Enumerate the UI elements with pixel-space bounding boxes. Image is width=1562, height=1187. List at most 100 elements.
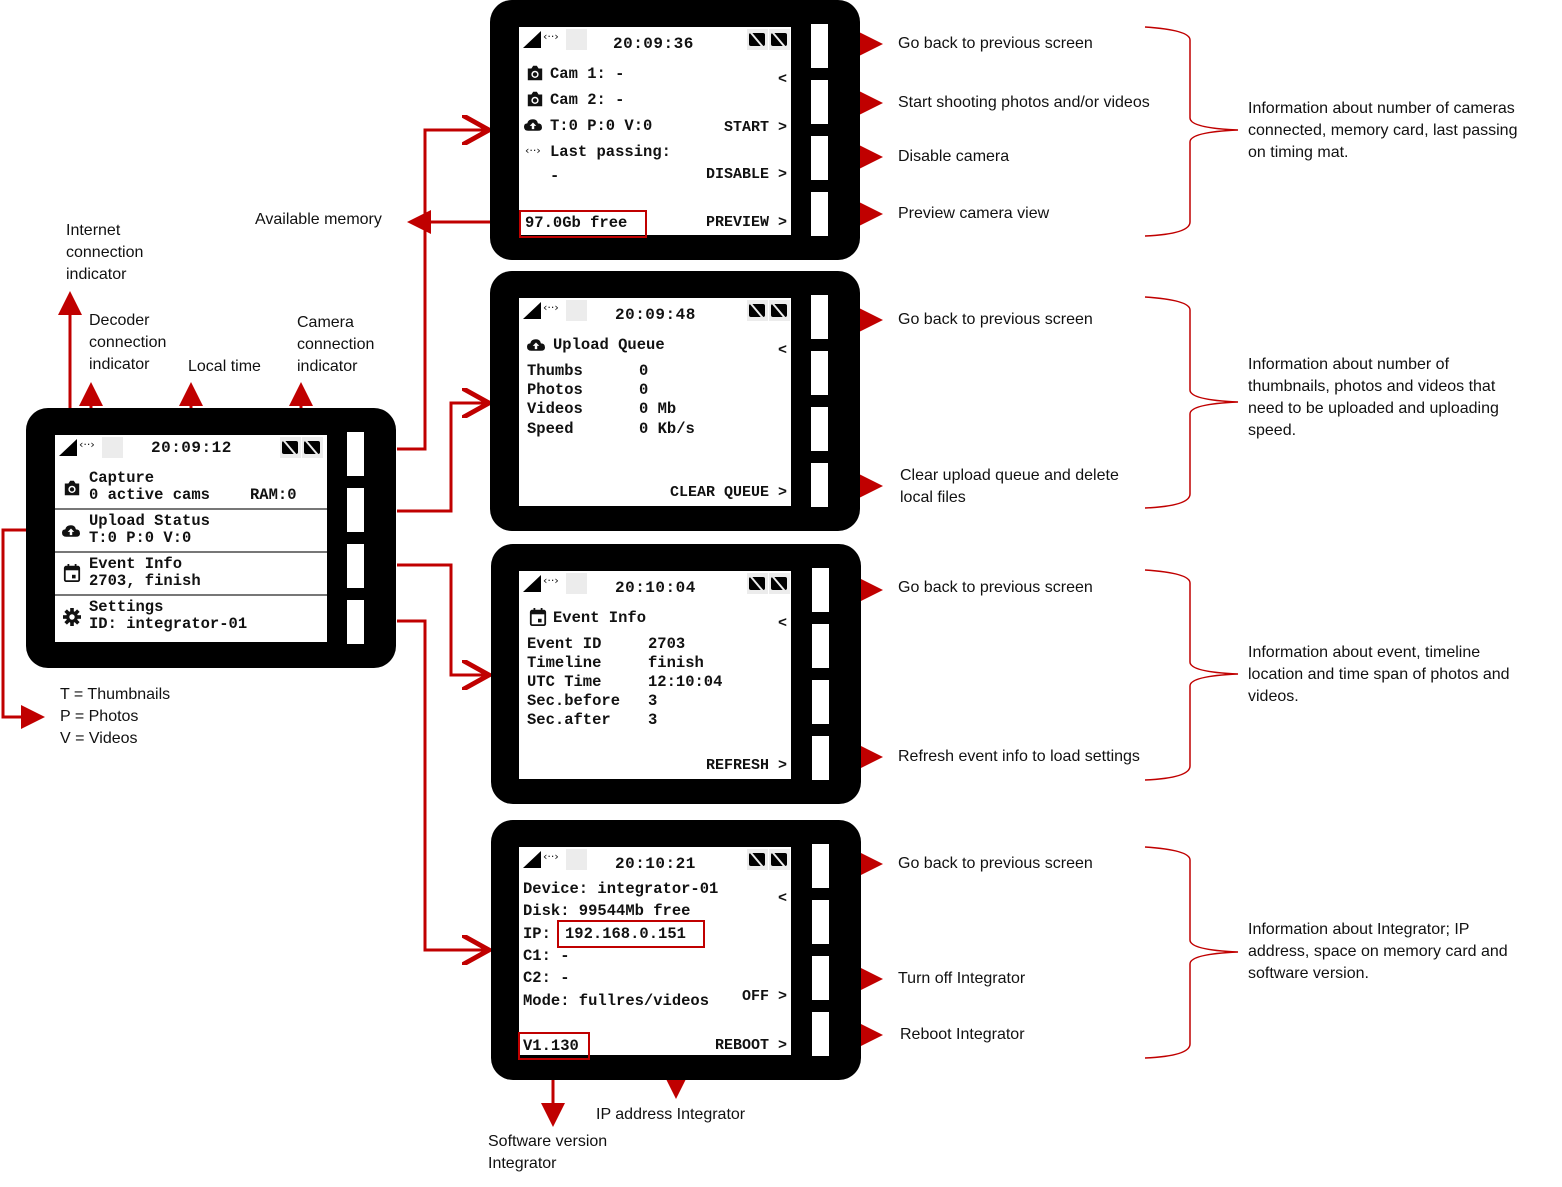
start-button[interactable]	[811, 80, 828, 124]
internet-signal-icon	[523, 302, 541, 319]
camera-off-icon	[747, 573, 768, 594]
label-legend: T = Thumbnails P = Photos V = Videos	[60, 686, 171, 747]
row-label: UTC Time	[527, 673, 602, 691]
menu-subtitle: 0 active cams	[89, 486, 210, 504]
back-button[interactable]	[811, 24, 828, 68]
status-placeholder	[566, 573, 587, 594]
reboot-label: REBOOT >	[714, 1037, 787, 1054]
off-button[interactable]	[812, 956, 829, 1000]
menu-subtitle: T:0 P:0 V:0	[89, 529, 192, 547]
status-placeholder	[566, 300, 587, 321]
ip-label: IP:	[523, 925, 551, 943]
upload-device: ‹··› 20:09:48 Upload Queue < Thumbs 0 Ph…	[490, 271, 860, 531]
upload-counts: T:0 P:0 V:0	[550, 117, 653, 135]
hardware-button-2[interactable]	[812, 624, 829, 668]
reboot-button[interactable]	[812, 1012, 829, 1056]
back-label: <	[777, 71, 787, 88]
status-bar: ‹··› 20:09:48	[519, 298, 791, 324]
decoder-icon: ‹··›	[79, 438, 95, 451]
hardware-button-3[interactable]	[347, 544, 364, 588]
c1-status: C1: -	[523, 947, 570, 965]
hardware-button-2[interactable]	[347, 488, 364, 532]
label-capture-start: Start shooting photos and/or videos	[898, 94, 1150, 111]
settings-screen: ‹··› 20:10:21 Device: integrator-01 Disk…	[518, 847, 791, 1060]
menu-title: Capture	[89, 469, 155, 487]
internet-signal-icon	[523, 31, 541, 48]
camera-off-icon	[302, 437, 323, 458]
row-label: Photos	[527, 381, 583, 399]
label-event-info: Information about event, timeline locati…	[1248, 644, 1510, 705]
local-time: 20:10:21	[615, 855, 696, 873]
label-event-back: Go back to previous screen	[898, 579, 1093, 596]
refresh-button[interactable]	[812, 736, 829, 780]
back-label: <	[777, 890, 787, 907]
label-decoder-indicator: Decoder connection indicator	[89, 312, 167, 373]
hardware-button-1[interactable]	[347, 432, 364, 476]
upload-queue-title: Upload Queue	[553, 336, 665, 354]
label-capture-back: Go back to previous screen	[898, 35, 1093, 52]
event-screen: ‹··› 20:10:04 Event Info < Event ID 2703…	[519, 571, 791, 779]
menu-subtitle: 2703, finish	[89, 572, 201, 590]
hardware-button-2[interactable]	[812, 900, 829, 944]
camera-off-icon	[769, 849, 790, 870]
cloud-upload-icon	[524, 119, 542, 131]
menu-item-event-info[interactable]: Event Info 2703, finish	[55, 553, 327, 596]
menu-title: Settings	[89, 598, 164, 616]
start-label: START >	[723, 119, 787, 136]
disable-label: DISABLE >	[705, 166, 787, 183]
mode: Mode: fullres/videos	[523, 992, 710, 1010]
label-settings-info: Information about Integrator; IP address…	[1248, 921, 1508, 982]
row-label: Thumbs	[527, 362, 583, 380]
menu-item-settings[interactable]: Settings ID: integrator-01	[55, 596, 327, 640]
clear-queue-button[interactable]	[811, 463, 828, 507]
label-upload-info: Information about number of thumbnails, …	[1248, 356, 1499, 439]
label-capture-disable: Disable camera	[898, 148, 1010, 165]
local-time: 20:09:12	[151, 439, 232, 457]
menu-title: Upload Status	[89, 512, 210, 530]
row-label: Speed	[527, 420, 574, 438]
highlight-box	[557, 920, 705, 948]
status-placeholder	[566, 849, 587, 870]
wire-upload	[397, 403, 489, 513]
hardware-button-3[interactable]	[812, 680, 829, 724]
cloud-upload-icon	[527, 339, 545, 351]
back-button[interactable]	[812, 844, 829, 888]
camera-off-icon	[747, 300, 768, 321]
status-bar: ‹··› 20:09:12	[55, 435, 327, 461]
label-upload-clear: Clear upload queue and delete local file…	[900, 467, 1119, 506]
camera-icon	[64, 480, 80, 496]
wire-settings	[397, 619, 489, 950]
main-screen: ‹··› 20:09:12 Capture 0 active cams RAM:…	[55, 435, 327, 642]
label-software-version: Software version Integrator	[488, 1133, 608, 1172]
last-passing-value: -	[550, 167, 560, 185]
label-camera-indicator: Camera connection indicator	[297, 314, 375, 375]
row-value: 0 Mb	[639, 400, 677, 418]
row-value: finish	[648, 654, 704, 672]
upload-screen: ‹··› 20:09:48 Upload Queue < Thumbs 0 Ph…	[519, 298, 791, 506]
hardware-button-2[interactable]	[811, 351, 828, 395]
capture-device: ‹··› 20:09:36 Cam 1: - Cam 2: - T:0 P:0 …	[490, 0, 860, 260]
camera-off-icon	[747, 29, 768, 50]
back-button[interactable]	[811, 295, 828, 339]
status-bar: ‹··› 20:10:21	[519, 847, 791, 873]
row-value: 12:10:04	[648, 673, 723, 691]
c2-status: C2: -	[523, 969, 570, 987]
row-value: 0	[639, 381, 649, 399]
hardware-button-4[interactable]	[347, 600, 364, 644]
label-capture-info: Information about number of cameras conn…	[1248, 100, 1518, 161]
last-passing-label: Last passing:	[550, 143, 671, 161]
menu-item-capture[interactable]: Capture 0 active cams RAM:0	[55, 467, 327, 510]
menu-item-upload-status[interactable]: Upload Status T:0 P:0 V:0	[55, 510, 327, 553]
disable-button[interactable]	[811, 136, 828, 180]
row-value: 0 Kb/s	[639, 420, 695, 438]
back-button[interactable]	[812, 568, 829, 612]
hardware-button-3[interactable]	[811, 407, 828, 451]
local-time: 20:09:48	[615, 306, 696, 324]
cam1-status: Cam 1: -	[550, 65, 625, 83]
local-time: 20:10:04	[615, 579, 696, 597]
preview-button[interactable]	[811, 192, 828, 236]
row-value: 3	[648, 692, 658, 710]
menu-subtitle: ID: integrator-01	[89, 615, 248, 633]
off-label: OFF >	[741, 988, 787, 1005]
settings-device: ‹··› 20:10:21 Device: integrator-01 Disk…	[491, 820, 861, 1080]
